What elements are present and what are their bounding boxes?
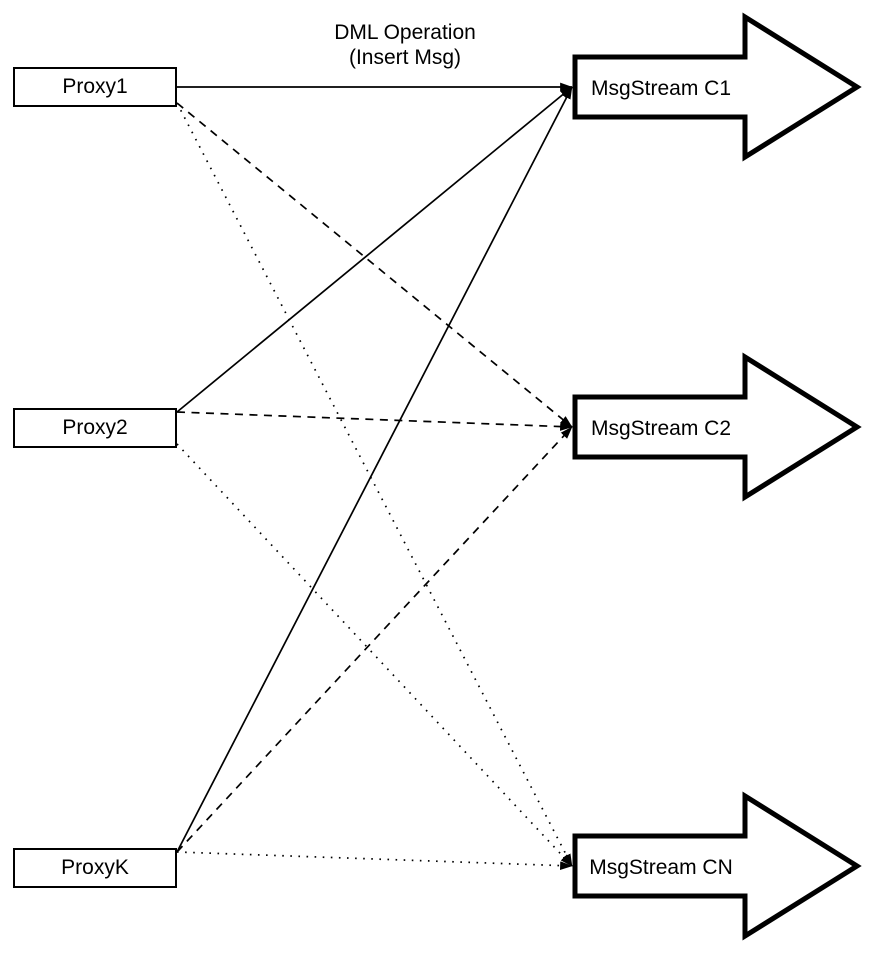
proxy2-node: Proxy2 xyxy=(13,408,177,448)
proxyk-node: ProxyK xyxy=(13,848,177,888)
dml-operation-caption: DML Operation (Insert Msg) xyxy=(255,20,555,70)
edge-proxyk-to-cn xyxy=(176,851,573,870)
edge-proxyk-to-c1 xyxy=(176,86,573,853)
caption-line-2: (Insert Msg) xyxy=(348,46,461,69)
edge-proxy1-to-c2 xyxy=(176,102,573,428)
msgstream-c1-arrow-shape xyxy=(572,12,862,162)
msgstream-c1-node: MsgStream C1 xyxy=(572,12,862,162)
edge-proxyk-to-c2 xyxy=(176,426,573,853)
msgstream-cn-label: MsgStream CN xyxy=(589,856,733,879)
msgstream-c2-label: MsgStream C2 xyxy=(591,417,731,440)
msgstream-cn-node: MsgStream CN xyxy=(572,791,862,941)
edge-proxy2-to-c2 xyxy=(176,411,573,431)
edge-proxy2-to-cn xyxy=(176,443,573,867)
msgstream-cn-arrow-shape xyxy=(572,791,862,941)
edge-proxy2-to-c1 xyxy=(176,86,573,413)
caption-line-1: DML Operation xyxy=(334,21,476,44)
edge-layer xyxy=(176,82,573,870)
proxy1-node: Proxy1 xyxy=(13,67,177,107)
msgstream-c2-arrow-shape xyxy=(572,352,862,502)
msgstream-c1-label: MsgStream C1 xyxy=(591,77,731,100)
edge-proxy1-to-cn xyxy=(176,102,573,867)
msgstream-c2-node: MsgStream C2 xyxy=(572,352,862,502)
